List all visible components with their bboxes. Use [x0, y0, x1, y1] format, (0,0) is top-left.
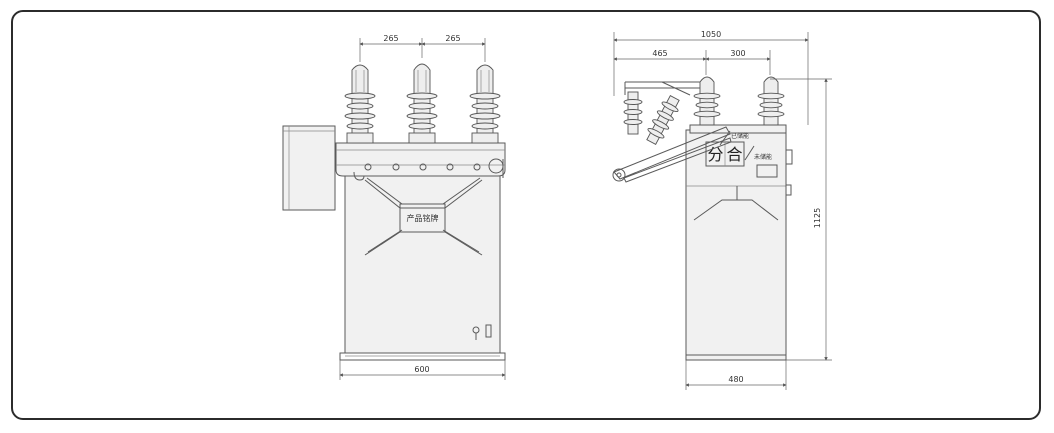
side-height-dimension	[770, 78, 832, 361]
side-diagonal-insulator	[646, 94, 680, 146]
front-nameplate-frame	[399, 203, 446, 233]
front-insulator-right	[469, 64, 501, 144]
side-dim-left-label: 465	[652, 49, 667, 58]
side-dim-total-label: 1050	[701, 30, 721, 39]
side-charged-marker	[719, 130, 731, 146]
side-arrester-insulator	[623, 91, 643, 135]
side-bottom-dimension	[685, 360, 787, 390]
side-dim-height-label: 1125	[813, 208, 822, 228]
front-side-cabinet	[282, 125, 336, 211]
front-insulator-left	[344, 64, 376, 144]
front-main-body	[344, 162, 501, 354]
side-top-dimensions	[613, 32, 809, 125]
side-top-tank	[689, 124, 787, 134]
front-lift-hook	[353, 171, 365, 181]
side-close-label: 合	[726, 145, 742, 164]
front-tank-bolts	[364, 163, 481, 171]
front-terminal-icon	[485, 324, 492, 338]
side-dim-bottom-label: 480	[728, 375, 743, 384]
side-arrester-arm	[624, 81, 700, 96]
front-nameplate-label: 产品铭牌	[407, 213, 439, 223]
side-main-body	[685, 129, 787, 361]
side-insulator-front	[693, 76, 721, 126]
side-uncharged-label: 未储能	[754, 153, 772, 161]
side-dim-right-label: 300	[730, 49, 745, 58]
front-view: 产品铭牌	[282, 34, 506, 380]
side-right-fitting	[785, 149, 793, 165]
side-indicator-window	[756, 164, 778, 178]
front-dim-left-label: 265	[383, 34, 398, 43]
front-top-tank	[335, 142, 506, 177]
front-insulator-middle	[406, 63, 438, 144]
front-base	[339, 352, 506, 361]
side-uncharged-marker	[744, 145, 755, 161]
front-dim-right-label: 265	[445, 34, 460, 43]
front-dim-bottom-label: 600	[414, 365, 429, 374]
drawing-frame	[11, 10, 1041, 420]
side-charged-label: 已储能	[731, 132, 749, 140]
side-base	[685, 354, 787, 361]
front-bottom-dimension	[339, 360, 506, 380]
front-top-dimension	[359, 38, 486, 62]
side-view: 分 合 已储能 未储能	[612, 30, 832, 390]
side-operating-lever	[612, 126, 732, 183]
side-insulator-rear	[757, 76, 785, 126]
